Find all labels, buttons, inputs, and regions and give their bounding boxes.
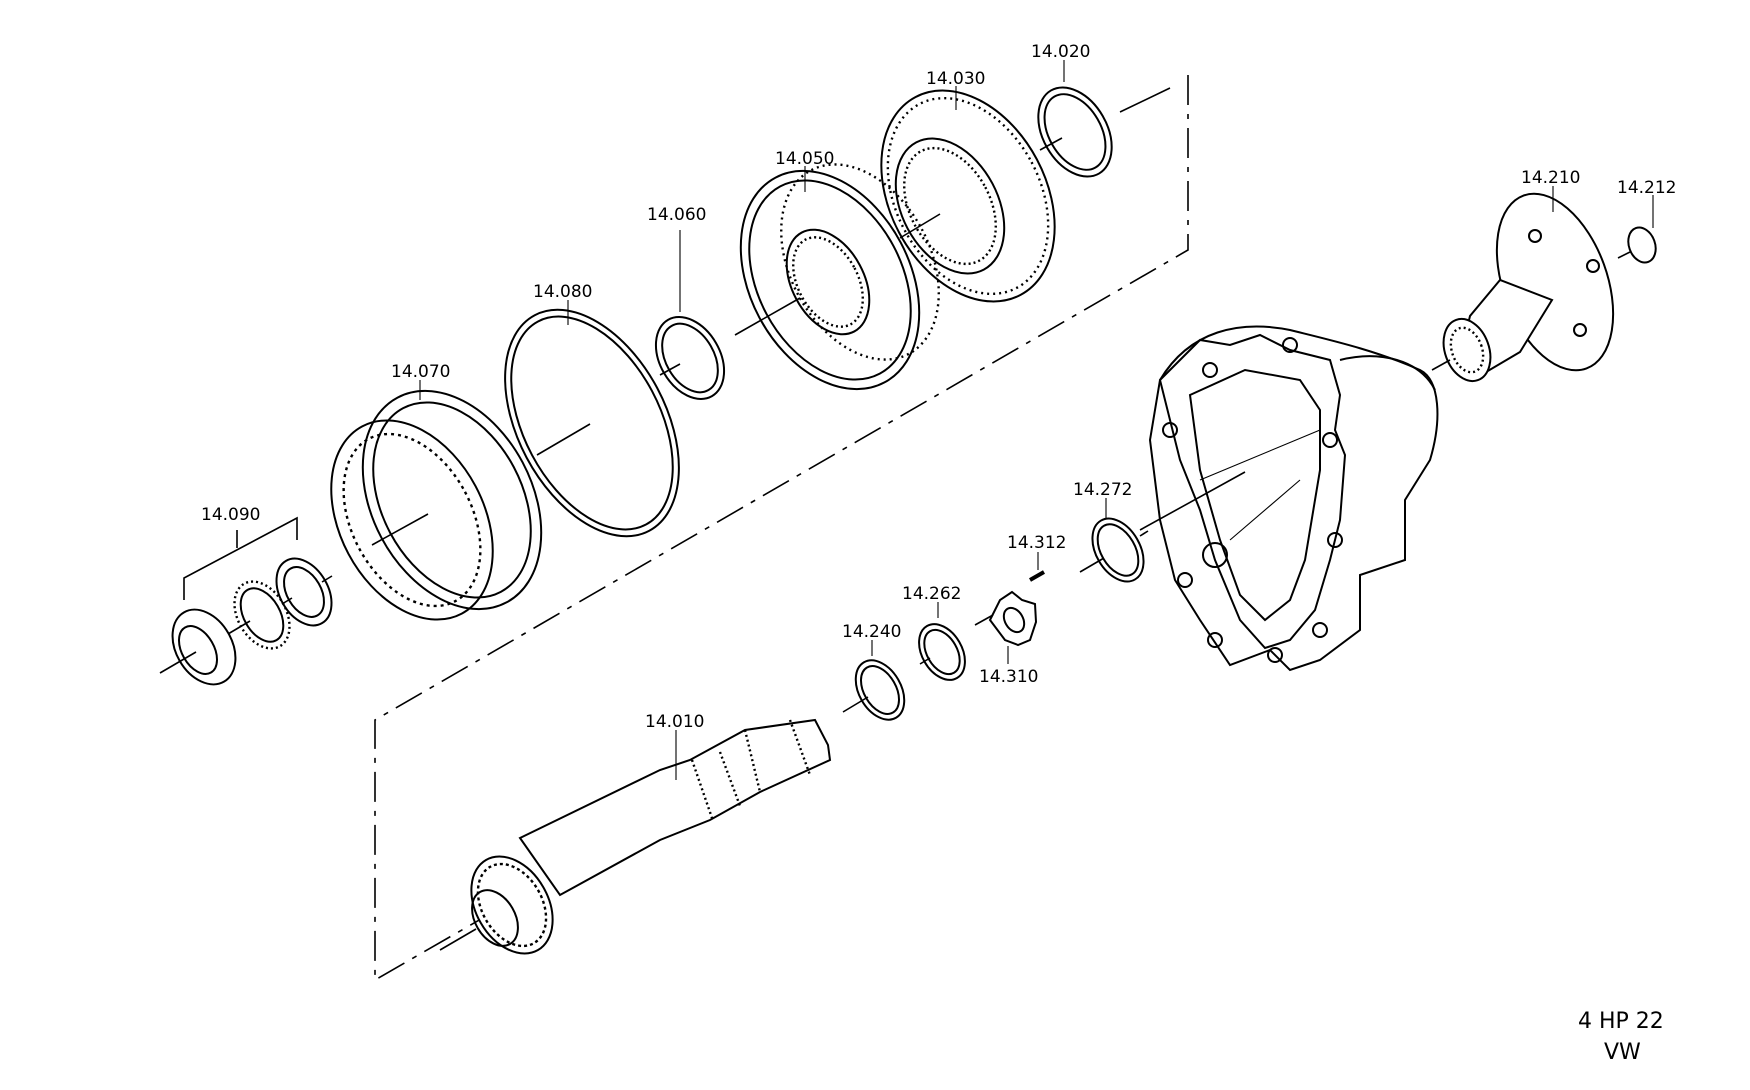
part-14-060-snap-ring <box>654 316 726 400</box>
part-14-310-parking-gear <box>974 590 1038 647</box>
assembly-boundary-line <box>374 75 1189 982</box>
label-14-272: 14.272 <box>1073 480 1132 500</box>
part-14-210-output-flange <box>1431 192 1615 382</box>
label-14-210: 14.210 <box>1521 168 1580 188</box>
label-14-050: 14.050 <box>775 149 834 169</box>
transmission-housing <box>1139 325 1439 672</box>
label-14-212: 14.212 <box>1617 178 1676 198</box>
part-14-272-snap-ring <box>1079 517 1149 583</box>
label-14-240: 14.240 <box>842 622 901 642</box>
part-14-212-plug <box>1617 226 1657 264</box>
part-14-070-ring-gear <box>330 389 543 621</box>
part-14-050-drum <box>734 163 940 391</box>
label-14-080: 14.080 <box>533 282 592 302</box>
part-14-312-pin <box>1029 570 1045 582</box>
callout-leaders <box>419 60 1654 780</box>
part-14-240-snap-ring <box>842 659 906 721</box>
part-14-030-gear <box>880 89 1056 303</box>
label-14-312: 14.312 <box>1007 533 1066 553</box>
part-14-020-snap-ring <box>1037 86 1171 178</box>
label-14-060: 14.060 <box>647 205 706 225</box>
model-stamp: 4 HP 22 <box>1578 1009 1664 1034</box>
make-stamp: VW <box>1604 1040 1641 1065</box>
label-14-070: 14.070 <box>391 362 450 382</box>
label-14-020: 14.020 <box>1031 42 1090 62</box>
part-14-262-snap-ring <box>918 623 966 681</box>
label-14-090: 14.090 <box>201 505 260 525</box>
part-14-010-output-shaft <box>439 718 832 955</box>
label-14-262: 14.262 <box>902 584 961 604</box>
label-14-010: 14.010 <box>645 712 704 732</box>
label-14-310: 14.310 <box>979 667 1038 687</box>
label-14-030: 14.030 <box>926 69 985 89</box>
part-14-080-large-snap-ring <box>504 308 680 538</box>
part-14-090-bearing-set <box>159 516 333 686</box>
